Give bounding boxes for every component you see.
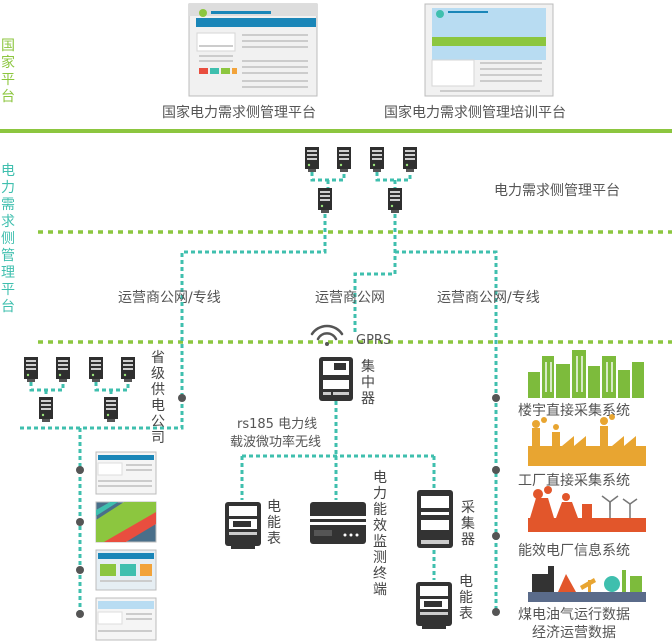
meter-1-label: 电能表 <box>267 499 281 547</box>
dsm-platform-label: 电力需求侧管理平台 <box>494 183 620 199</box>
concentrator-device <box>319 357 353 401</box>
buildings-icon <box>528 350 644 398</box>
thumb-screen-2 <box>95 501 157 543</box>
gprs-label: GPRS <box>356 333 392 348</box>
monitor-terminal-device <box>310 502 366 544</box>
link-label-right: 运营商公网/专线 <box>437 290 540 306</box>
energy-icon <box>528 566 646 602</box>
system-label-factory: 工厂直接采集系统 <box>518 473 630 489</box>
layer-label-national: 国家平台 <box>1 38 15 105</box>
collector-device <box>417 490 453 548</box>
provincial-label: 省级供电公司 <box>151 350 165 446</box>
thumb-screen-3 <box>95 549 157 591</box>
monitor-label: 电力能效监测终端 <box>373 470 387 598</box>
national-platform-screen-1 <box>188 3 318 97</box>
thumb-screen-4 <box>95 597 157 641</box>
wifi-icon <box>310 324 344 346</box>
power-plant-icon <box>528 486 646 532</box>
system-label-economy: 经济运营数据 <box>532 625 616 641</box>
thumb-screen-1 <box>95 451 157 495</box>
system-label-plant: 能效电厂信息系统 <box>518 543 630 559</box>
meter-2-device <box>416 582 452 629</box>
factory-icon <box>528 414 646 466</box>
layer-label-dsm: 电力需求侧管理平台 <box>1 163 15 315</box>
dsm-server-links <box>310 172 412 188</box>
concentrator-label: 集中器 <box>361 359 375 407</box>
link-label-left: 运营商公网/专线 <box>118 290 221 306</box>
link-label-middle: 运营商公网 <box>315 290 385 306</box>
meter-2-label: 电能表 <box>459 574 473 622</box>
network-links <box>180 214 498 612</box>
system-label-energy: 煤电油气运行数据 <box>518 607 630 623</box>
connection-dots <box>76 394 500 618</box>
comm-label-2: 载波微功率无线 <box>230 435 322 450</box>
comm-label-1: rs185 电力线 <box>237 417 318 432</box>
system-label-buildings: 楼宇直接采集系统 <box>518 403 630 419</box>
national-platform-1-label: 国家电力需求侧管理平台 <box>162 105 316 121</box>
device-links <box>240 401 436 580</box>
national-platform-2-label: 国家电力需求侧管理培训平台 <box>384 105 566 121</box>
collector-label: 采集器 <box>461 500 475 548</box>
national-platform-screen-2 <box>424 3 554 97</box>
meter-1-device <box>225 502 261 549</box>
